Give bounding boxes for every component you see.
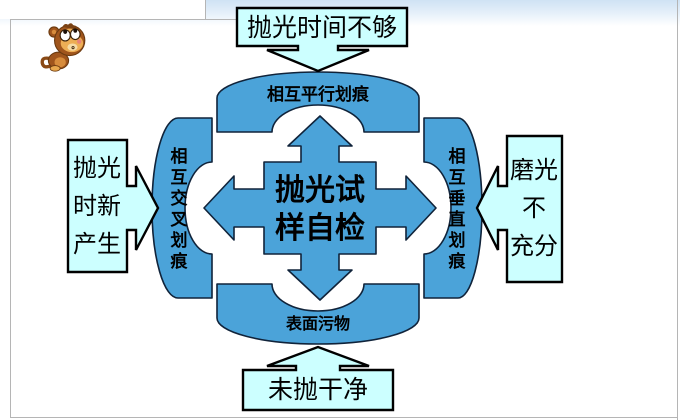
callout-top-label: 抛光时间不够: [247, 14, 397, 42]
slide-edge-line: [205, 0, 206, 19]
callout-right-line: 不: [522, 196, 546, 222]
ring-arc-top: [216, 71, 420, 133]
monkey-mouth: [71, 46, 75, 50]
slide-right-edge-line: [677, 0, 678, 420]
arc-left-char: 交: [171, 188, 188, 208]
callout-left: [66, 138, 160, 274]
slide-left-edge-line: [10, 19, 11, 417]
arc-right-char: 划: [449, 230, 466, 250]
monkey-belly: [54, 57, 66, 68]
callout-right-line: 充分: [510, 233, 558, 260]
arc-left-char: 相: [171, 146, 188, 166]
callout-right: [475, 134, 564, 284]
callout-left-line: 产生: [73, 231, 121, 258]
arc-right-char: 痕: [448, 251, 467, 271]
arc-left-char: 叉: [170, 210, 189, 229]
callout-right-line: 磨光: [510, 157, 558, 184]
monkey-blush: [76, 39, 82, 44]
center-label-line1: 抛光试: [275, 174, 365, 207]
center-quad-arrow: [203, 115, 437, 301]
arc-right-char: 直: [449, 209, 466, 229]
arc-left-char: 划: [171, 230, 188, 250]
arc-right-label: 相 互 垂 直 划 痕: [448, 146, 467, 271]
monkey-tail: [40, 56, 55, 69]
callout-left-line: 抛光: [73, 155, 121, 182]
arc-bottom-label: 表面污物: [285, 314, 350, 333]
arc-right-char: 垂: [449, 189, 466, 208]
callout-left-label: 抛光 时新 产生: [73, 155, 121, 258]
monkey-ear-inner: [51, 29, 57, 35]
monkey-pupil-left: [63, 29, 68, 34]
monkey-foot: [49, 65, 61, 72]
monkey-hair: [62, 23, 77, 30]
ring-arc-bottom: [216, 283, 420, 345]
center-label-line2: 样自检: [275, 211, 365, 245]
callout-top: [235, 6, 409, 73]
arc-left-char: 痕: [170, 251, 189, 271]
callout-right-label: 磨光 不 充分: [510, 157, 558, 260]
callout-left-line: 时新: [73, 193, 121, 220]
arc-left-label: 相 互 交 叉 划 痕: [170, 146, 189, 271]
arc-right-char: 相: [449, 146, 466, 166]
slide-bottom-edge-line: [10, 417, 678, 418]
callout-bottom-label: 未抛干净: [268, 376, 368, 404]
arc-left-char: 互: [171, 168, 188, 187]
monkey-icon: [40, 23, 86, 72]
ring-arc-right: [423, 117, 483, 299]
arc-top-label: 相互平行划痕: [267, 84, 370, 104]
monkey-pupil-right: [73, 28, 78, 33]
slide-edge-line: [10, 19, 236, 20]
arc-right-char: 互: [449, 168, 466, 187]
callout-bottom: [241, 345, 395, 412]
slide-corner-box: [0, 0, 205, 19]
ring-arc-left: [151, 117, 213, 299]
